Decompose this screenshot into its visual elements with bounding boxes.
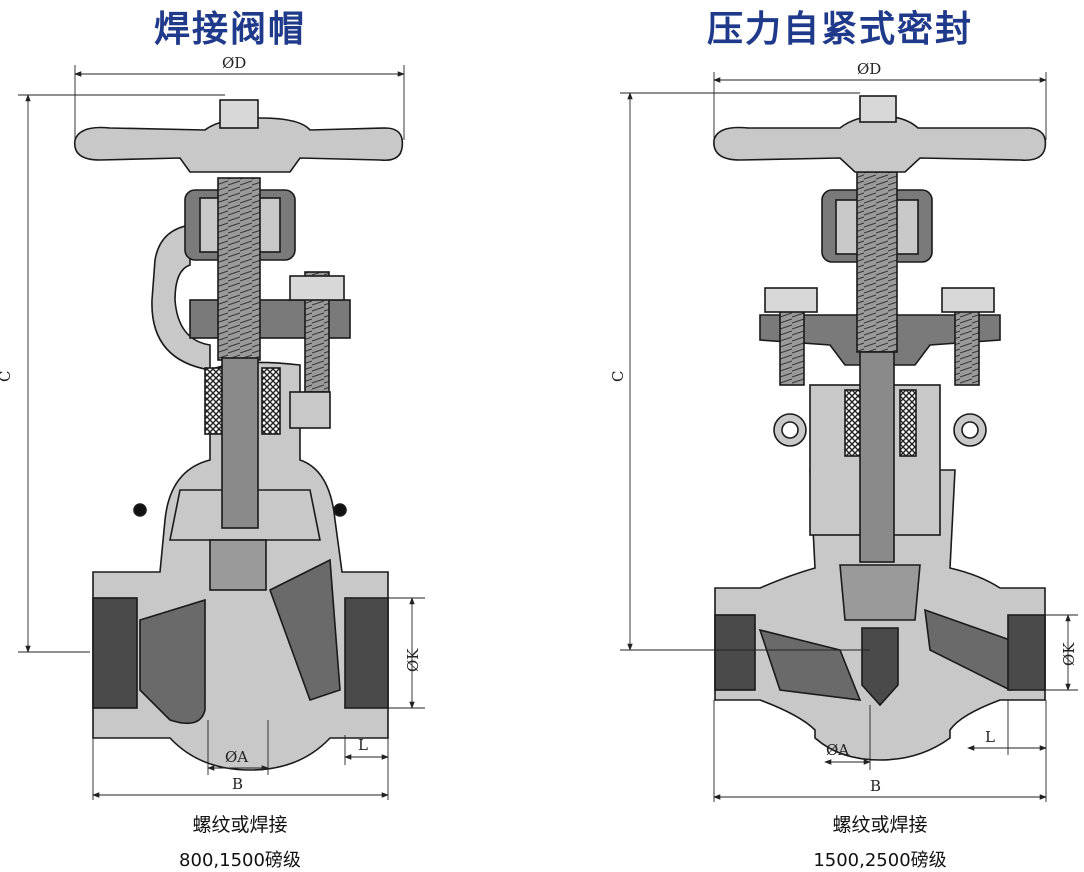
left-dimensions <box>18 65 425 800</box>
left-dim-L: L <box>358 736 368 754</box>
right-socket-left <box>714 614 756 691</box>
left-dim-K: ØK <box>404 648 422 672</box>
right-disc <box>839 564 921 621</box>
left-disc <box>209 539 267 591</box>
left-dim-B: B <box>232 775 243 793</box>
left-flow-passage <box>139 598 206 725</box>
right-dim-A: ØA <box>826 741 849 759</box>
right-flow-passage <box>758 628 862 701</box>
right-bolt-right <box>954 304 980 386</box>
left-stem-threaded <box>217 177 261 361</box>
left-handwheel-nut <box>219 99 259 129</box>
right-stem-threaded <box>856 171 898 353</box>
right-packing-right <box>899 389 917 457</box>
right-plug <box>861 627 899 707</box>
right-title: 压力自紧式密封 <box>706 9 973 50</box>
left-stem <box>221 357 259 529</box>
right-dim-D: ØD <box>857 60 881 78</box>
right-dimensions <box>620 72 1078 802</box>
right-handwheel <box>713 115 1047 173</box>
left-caption-connection: 螺纹或焊接 <box>192 814 288 836</box>
left-dim-D: ØD <box>222 54 246 72</box>
right-dim-B: B <box>870 777 881 795</box>
right-stem <box>859 351 895 563</box>
right-socket-right <box>1007 614 1046 691</box>
right-dim-C: C <box>609 371 627 382</box>
right-dim-K: ØK <box>1060 642 1078 666</box>
left-handwheel <box>73 117 404 173</box>
left-valve <box>73 99 404 771</box>
left-title: 焊接阀帽 <box>153 9 306 50</box>
right-caption-class: 1500,2500磅级 <box>813 850 947 871</box>
right-valve <box>713 95 1047 761</box>
right-dim-L: L <box>985 728 995 746</box>
left-socket-right <box>344 597 389 709</box>
right-handwheel-nut <box>859 95 897 123</box>
left-dim-C: C <box>0 371 14 382</box>
left-packing-left <box>204 367 224 435</box>
left-socket-left <box>92 597 138 709</box>
left-caption-class: 800,1500磅级 <box>179 850 301 871</box>
right-packing-left <box>844 389 862 457</box>
left-dim-A: ØA <box>225 748 248 766</box>
left-packing-right <box>261 367 281 435</box>
right-caption-connection: 螺纹或焊接 <box>832 814 928 836</box>
right-bolt-left <box>779 304 805 386</box>
